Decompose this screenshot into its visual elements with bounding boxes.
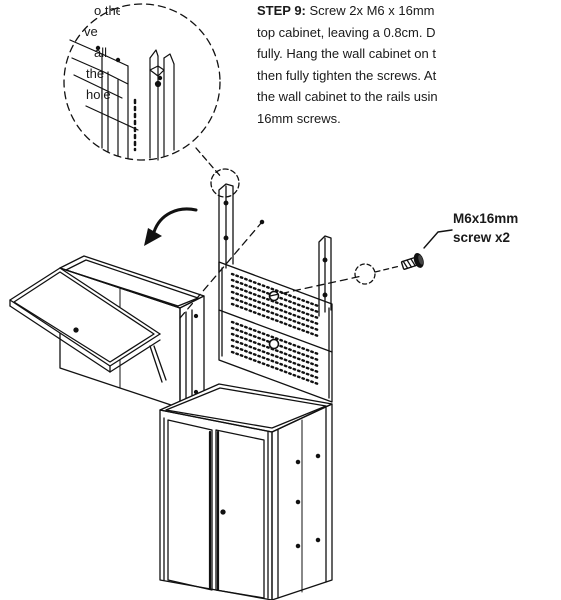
callout-line-1: M6x16mm <box>453 211 519 226</box>
screw-target-circle <box>354 263 376 285</box>
right-rail <box>318 235 332 317</box>
wall-cabinet <box>9 219 265 409</box>
base-cabinet <box>159 383 333 600</box>
rotation-arrow <box>144 207 198 246</box>
step-line: then fully tighten the screws. At <box>257 67 437 83</box>
left-text-line: o the <box>94 3 120 18</box>
step-line: fully. Hang the wall cabinet on t <box>257 46 436 61</box>
step-line: 16mm screws. <box>257 110 341 126</box>
step-line: top cabinet, leaving a 0.8cm. D <box>257 24 436 40</box>
step-line: the wall cabinet to the rails usin <box>257 89 438 104</box>
left-text-line: ve <box>84 24 98 39</box>
pegboard-panel <box>218 261 333 403</box>
detail-target-circle <box>210 168 240 198</box>
callout-leader <box>423 229 453 249</box>
screw-path-line <box>269 275 363 297</box>
step-first-line-text: Screw 2x M6 x 16mm <box>305 3 435 18</box>
step-label: STEP 9: <box>257 3 306 18</box>
screw-callout: M6x16mm screw x2 <box>453 209 518 247</box>
left-text-line: hole <box>86 87 111 102</box>
left-instructions-text: o the ve all the hole <box>0 0 120 105</box>
magnified-rail-detail <box>63 3 223 179</box>
screw-icon <box>400 253 424 270</box>
left-rail <box>218 183 234 273</box>
callout-line-2: screw x2 <box>453 230 511 245</box>
step-9-instructions: STEP 9: Screw 2x M6 x 16mm top cabinet, … <box>257 0 561 129</box>
step-first-line: STEP 9: Screw 2x M6 x 16mm <box>257 0 561 22</box>
